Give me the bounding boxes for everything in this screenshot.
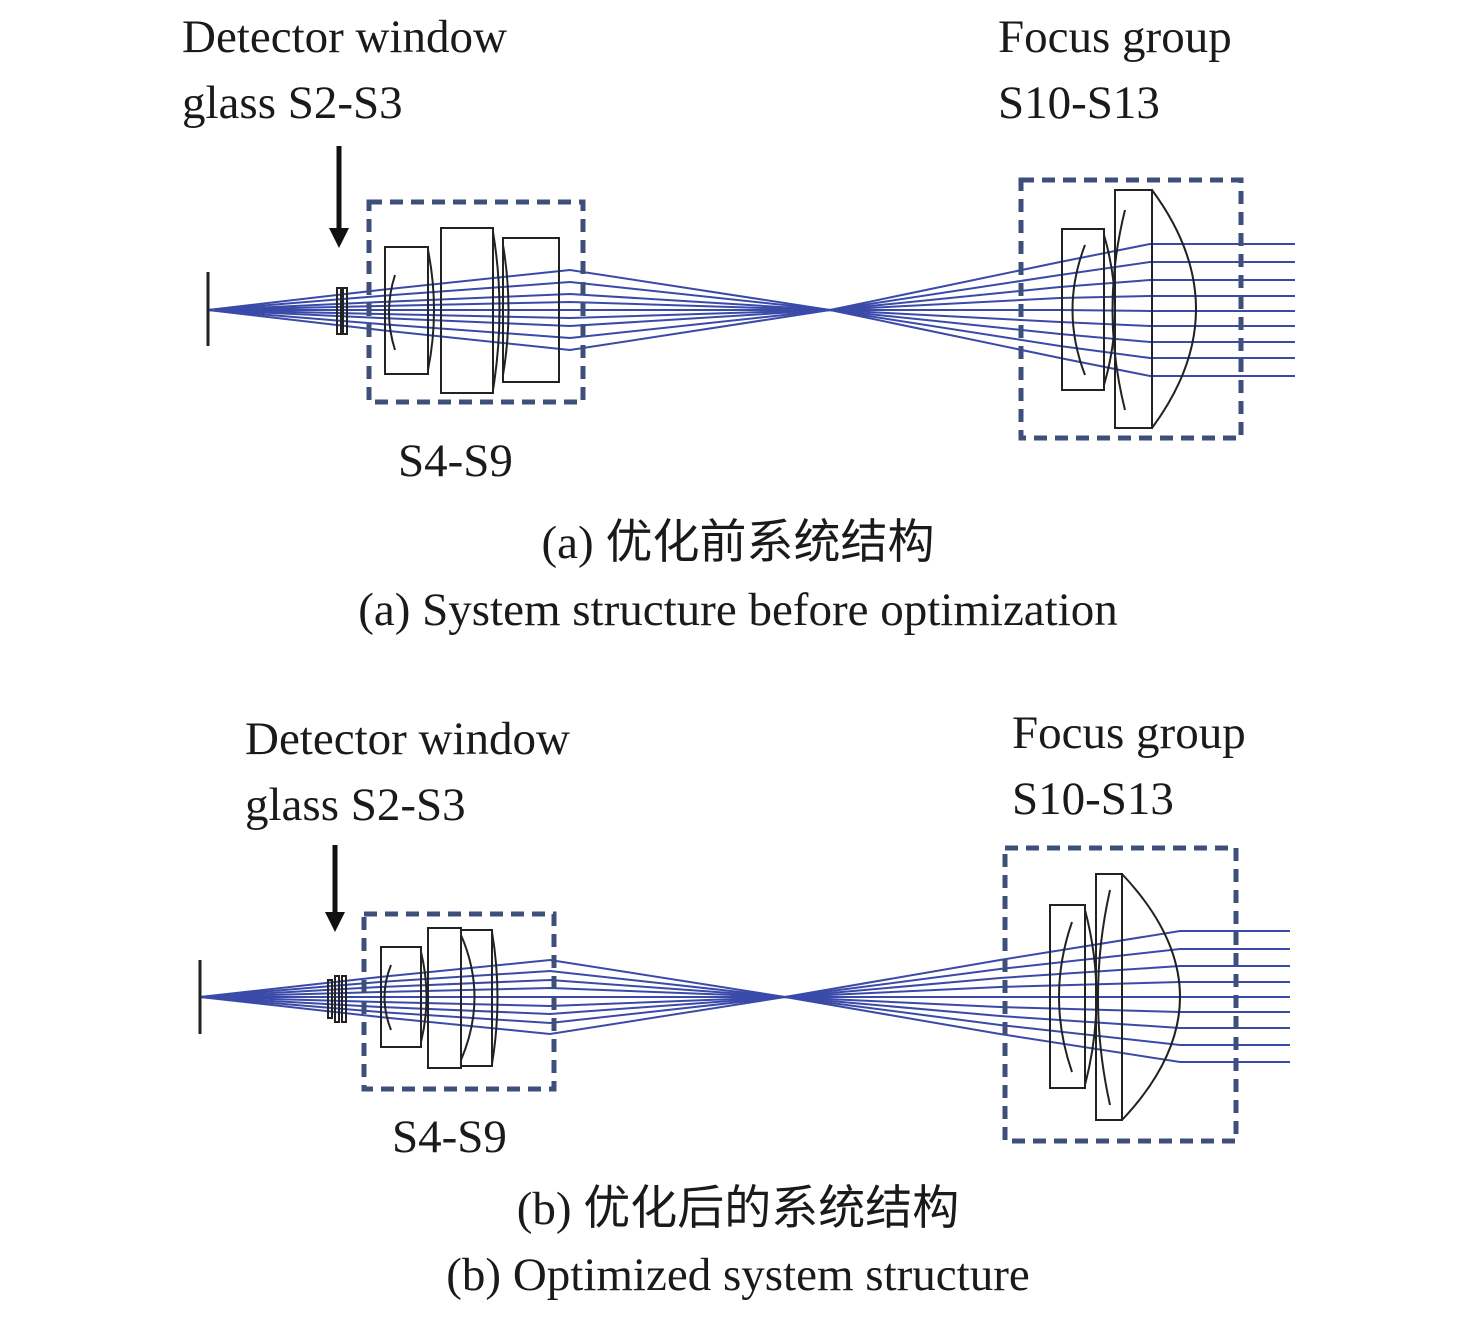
window-glass-b xyxy=(327,975,347,1023)
optical-layout-a xyxy=(206,146,1295,441)
panel-before-optimization: Detector window glass S2-S3 Focus group … xyxy=(182,11,1295,636)
window-label-line2: glass S2-S3 xyxy=(245,779,466,831)
focus-label-line2: S10-S13 xyxy=(998,77,1160,129)
caption-en-b: (b) Optimized system structure xyxy=(446,1249,1030,1301)
dashed-box-focus-a xyxy=(1018,177,1244,441)
lens-group-s4-s9-b xyxy=(380,927,499,1069)
panel-after-optimization: Detector window glass S2-S3 Focus group … xyxy=(0,660,1476,1319)
focus-label-line1: Focus group xyxy=(998,11,1232,63)
focus-label-line1: Focus group xyxy=(1012,707,1246,759)
group-label-s4-s9: S4-S9 xyxy=(398,435,513,487)
caption-cn-b: (b) 优化后的系统结构 xyxy=(516,1183,960,1235)
caption-cn-a: (a) 优化前系统结构 xyxy=(541,517,935,569)
window-label-line1: Detector window xyxy=(182,11,507,63)
down-arrow-b xyxy=(325,845,345,932)
window-label-line2: glass S2-S3 xyxy=(182,77,403,129)
dashed-box-focus-b xyxy=(1002,845,1239,1144)
down-arrow-a xyxy=(329,146,349,248)
focus-group-lenses-b xyxy=(1049,873,1181,1121)
window-glass-a xyxy=(336,287,348,335)
optical-layout-b xyxy=(198,845,1290,1144)
focus-group-lenses-a xyxy=(1061,189,1197,429)
group-label-s4-s9: S4-S9 xyxy=(392,1111,507,1163)
window-label-line1: Detector window xyxy=(245,713,570,765)
focus-label-line2: S10-S13 xyxy=(1012,773,1174,825)
dashed-box-s4-s9-a xyxy=(366,199,586,405)
caption-en-a: (a) System structure before optimization xyxy=(358,584,1118,636)
ray-bundle-a xyxy=(207,243,1295,377)
lens-group-s4-s9-a xyxy=(384,227,560,394)
dashed-box-s4-s9-b xyxy=(361,911,557,1092)
